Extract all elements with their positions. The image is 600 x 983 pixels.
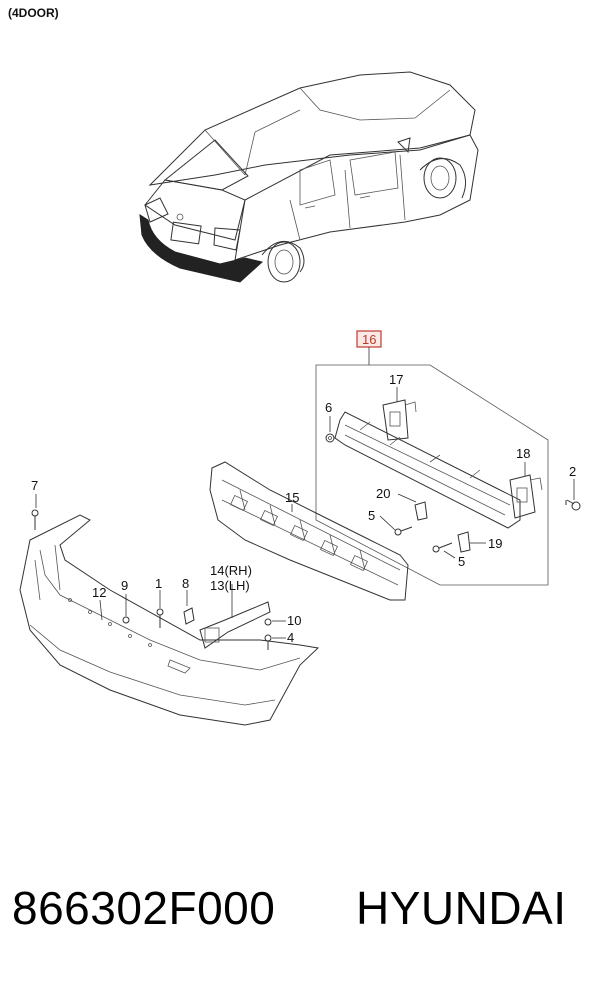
callout-17: 17: [389, 372, 403, 387]
bumper-mount-bracket: [31, 509, 272, 650]
leader-lines: [35, 387, 575, 639]
callout-7: 7: [31, 478, 38, 493]
callout-16: 16: [362, 332, 376, 347]
callout-1: 1: [155, 576, 162, 591]
callout-19: 19: [488, 536, 502, 551]
callout-5-upper: 5: [368, 508, 375, 523]
callout-labels: 17 6 18 2 20 5 19 5 15 7 1 8 9 12 14(RH)…: [31, 372, 576, 645]
energy-absorber-15: [209, 461, 409, 601]
bumper-reinforcement-beam: [334, 411, 521, 529]
reinforcement-assembly-frame: 16: [315, 330, 549, 586]
brand-name: HYUNDAI: [356, 882, 567, 934]
callout-8: 8: [182, 576, 189, 591]
variant-label: (4DOOR): [8, 6, 59, 20]
callout-12: 12: [92, 585, 106, 600]
callout-14: 14(RH): [210, 563, 252, 578]
callout-15: 15: [285, 490, 299, 505]
callout-9: 9: [121, 578, 128, 593]
callout-13: 13(LH): [210, 578, 250, 593]
callout-4: 4: [287, 630, 294, 645]
bracket-18: [509, 474, 543, 519]
footer: 866302F000 HYUNDAI: [0, 875, 600, 955]
bumper-cover-12: [19, 514, 320, 726]
callout-18: 18: [516, 446, 530, 461]
part-number: 866302F000: [12, 882, 276, 934]
callout-6: 6: [325, 400, 332, 415]
callout-5-lower: 5: [458, 554, 465, 569]
bracket-17: [382, 399, 417, 441]
car-illustration: [139, 71, 479, 283]
callout-2: 2: [569, 464, 576, 479]
callout-10: 10: [287, 613, 301, 628]
fasteners-frame: [325, 433, 581, 553]
callout-20: 20: [376, 486, 390, 501]
